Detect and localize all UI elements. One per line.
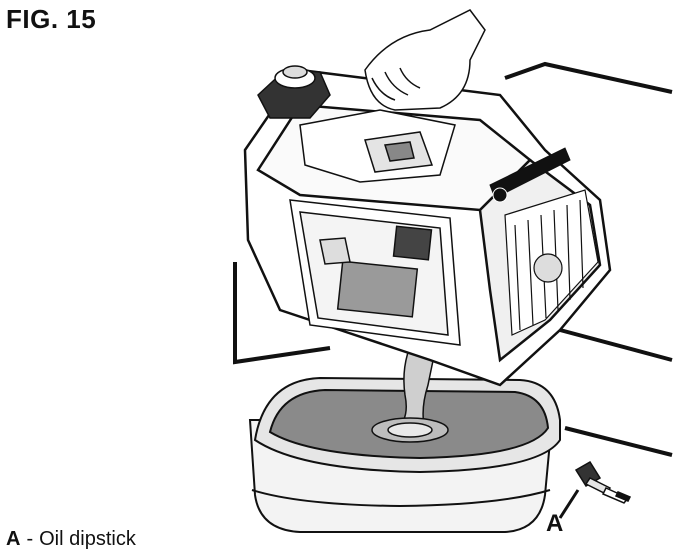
legend-separator: - — [26, 528, 34, 550]
generator-body — [243, 9, 612, 387]
fuel-cap — [257, 65, 331, 119]
callout-leader-line — [558, 489, 580, 519]
figure-title: FIG. 15 — [6, 4, 97, 34]
oil-dipstick-part — [574, 460, 632, 504]
legend-key: A — [6, 528, 21, 550]
callout-letter-a: A — [546, 510, 564, 537]
inset-frame — [233, 61, 673, 457]
operator-hand — [364, 9, 486, 111]
oil-drain-pan — [248, 376, 561, 533]
oil-stream — [371, 329, 449, 443]
side-grille — [504, 189, 599, 336]
engine-bay — [289, 199, 461, 346]
brand-plate — [489, 147, 571, 203]
legend-description: Oil dipstick — [39, 528, 136, 550]
legend: A - Oil dipstick — [6, 528, 136, 551]
top-access-panel — [299, 109, 456, 183]
